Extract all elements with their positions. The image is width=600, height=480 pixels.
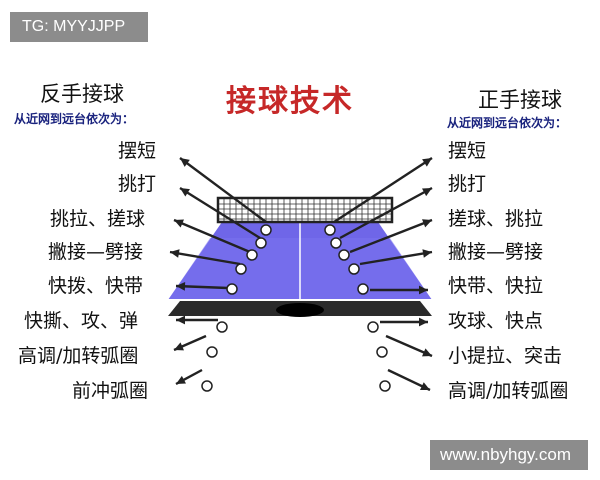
backhand-arrow-4: [169, 249, 241, 266]
backhand-ball-6: [216, 321, 228, 333]
forehand-arrow-4: [359, 249, 433, 266]
backhand-ball-2: [255, 237, 267, 249]
arrow-group: [169, 156, 433, 392]
backhand-technique-7: 高调/加转弧圈: [18, 345, 139, 367]
forehand-ball-3: [338, 249, 350, 261]
backhand-technique-3: 挑拉、搓球: [50, 208, 146, 230]
backhand-ball-1: [260, 224, 272, 236]
backhand-ball-7: [206, 346, 218, 358]
forehand-technique-5: 快带、快拉: [448, 275, 544, 297]
backhand-subheading: 从近网到远台依次为：: [14, 112, 135, 126]
table-leg-shadow: [276, 303, 324, 317]
backhand-ball-4: [235, 263, 247, 275]
watermark-top: TG: MYYJJPP: [10, 12, 148, 42]
forehand-arrow-6: [380, 317, 428, 327]
forehand-ball-5: [357, 283, 369, 295]
backhand-technique-1: 摆短: [118, 140, 157, 162]
forehand-technique-4: 撇接—劈接: [448, 241, 544, 263]
forehand-technique-2: 挑打: [448, 173, 487, 195]
forehand-ball-6: [367, 321, 379, 333]
forehand-ball-1: [324, 224, 336, 236]
forehand-arrow-3: [349, 218, 433, 254]
forehand-arrow-1: [333, 156, 433, 224]
backhand-arrow-2: [179, 186, 261, 240]
backhand-technique-8: 前冲弧圈: [72, 380, 149, 402]
forehand-subheading: 从近网到远台依次为：: [447, 116, 568, 130]
forehand-technique-8: 高调/加转弧圈: [448, 380, 569, 402]
backhand-technique-5: 快拨、快带: [48, 275, 144, 297]
backhand-technique-4: 撇接—劈接: [48, 241, 144, 263]
forehand-ball-7: [376, 346, 388, 358]
backhand-ball-3: [246, 249, 258, 261]
backhand-technique-6: 快撕、攻、弹: [24, 310, 139, 332]
forehand-arrow-7: [385, 334, 433, 358]
forehand-arrow-5: [370, 285, 428, 295]
forehand-heading: 正手接球: [478, 88, 562, 112]
backhand-heading: 反手接球: [40, 82, 124, 106]
backhand-arrow-7: [173, 334, 207, 352]
forehand-technique-6: 攻球、快点: [448, 310, 544, 332]
forehand-arrow-8: [387, 368, 431, 392]
ball-group: [201, 224, 391, 392]
forehand-arrow-2: [339, 186, 433, 240]
diagram-title: 接球技术: [226, 84, 354, 119]
forehand-ball-2: [330, 237, 342, 249]
backhand-arrow-1: [179, 157, 267, 223]
forehand-technique-3: 搓球、挑拉: [448, 208, 544, 230]
forehand-ball-4: [348, 263, 360, 275]
forehand-ball-8: [379, 380, 391, 392]
backhand-technique-2: 挑打: [118, 173, 157, 195]
backhand-arrow-6: [176, 315, 218, 325]
backhand-arrow-3: [173, 218, 251, 254]
backhand-ball-5: [226, 283, 238, 295]
backhand-arrow-8: [175, 368, 203, 386]
forehand-technique-1: 摆短: [448, 140, 487, 162]
backhand-ball-8: [201, 380, 213, 392]
backhand-arrow-5: [175, 281, 229, 291]
watermark-bottom: www.nbyhgy.com: [430, 440, 588, 470]
forehand-technique-7: 小提拉、突击: [448, 345, 563, 367]
